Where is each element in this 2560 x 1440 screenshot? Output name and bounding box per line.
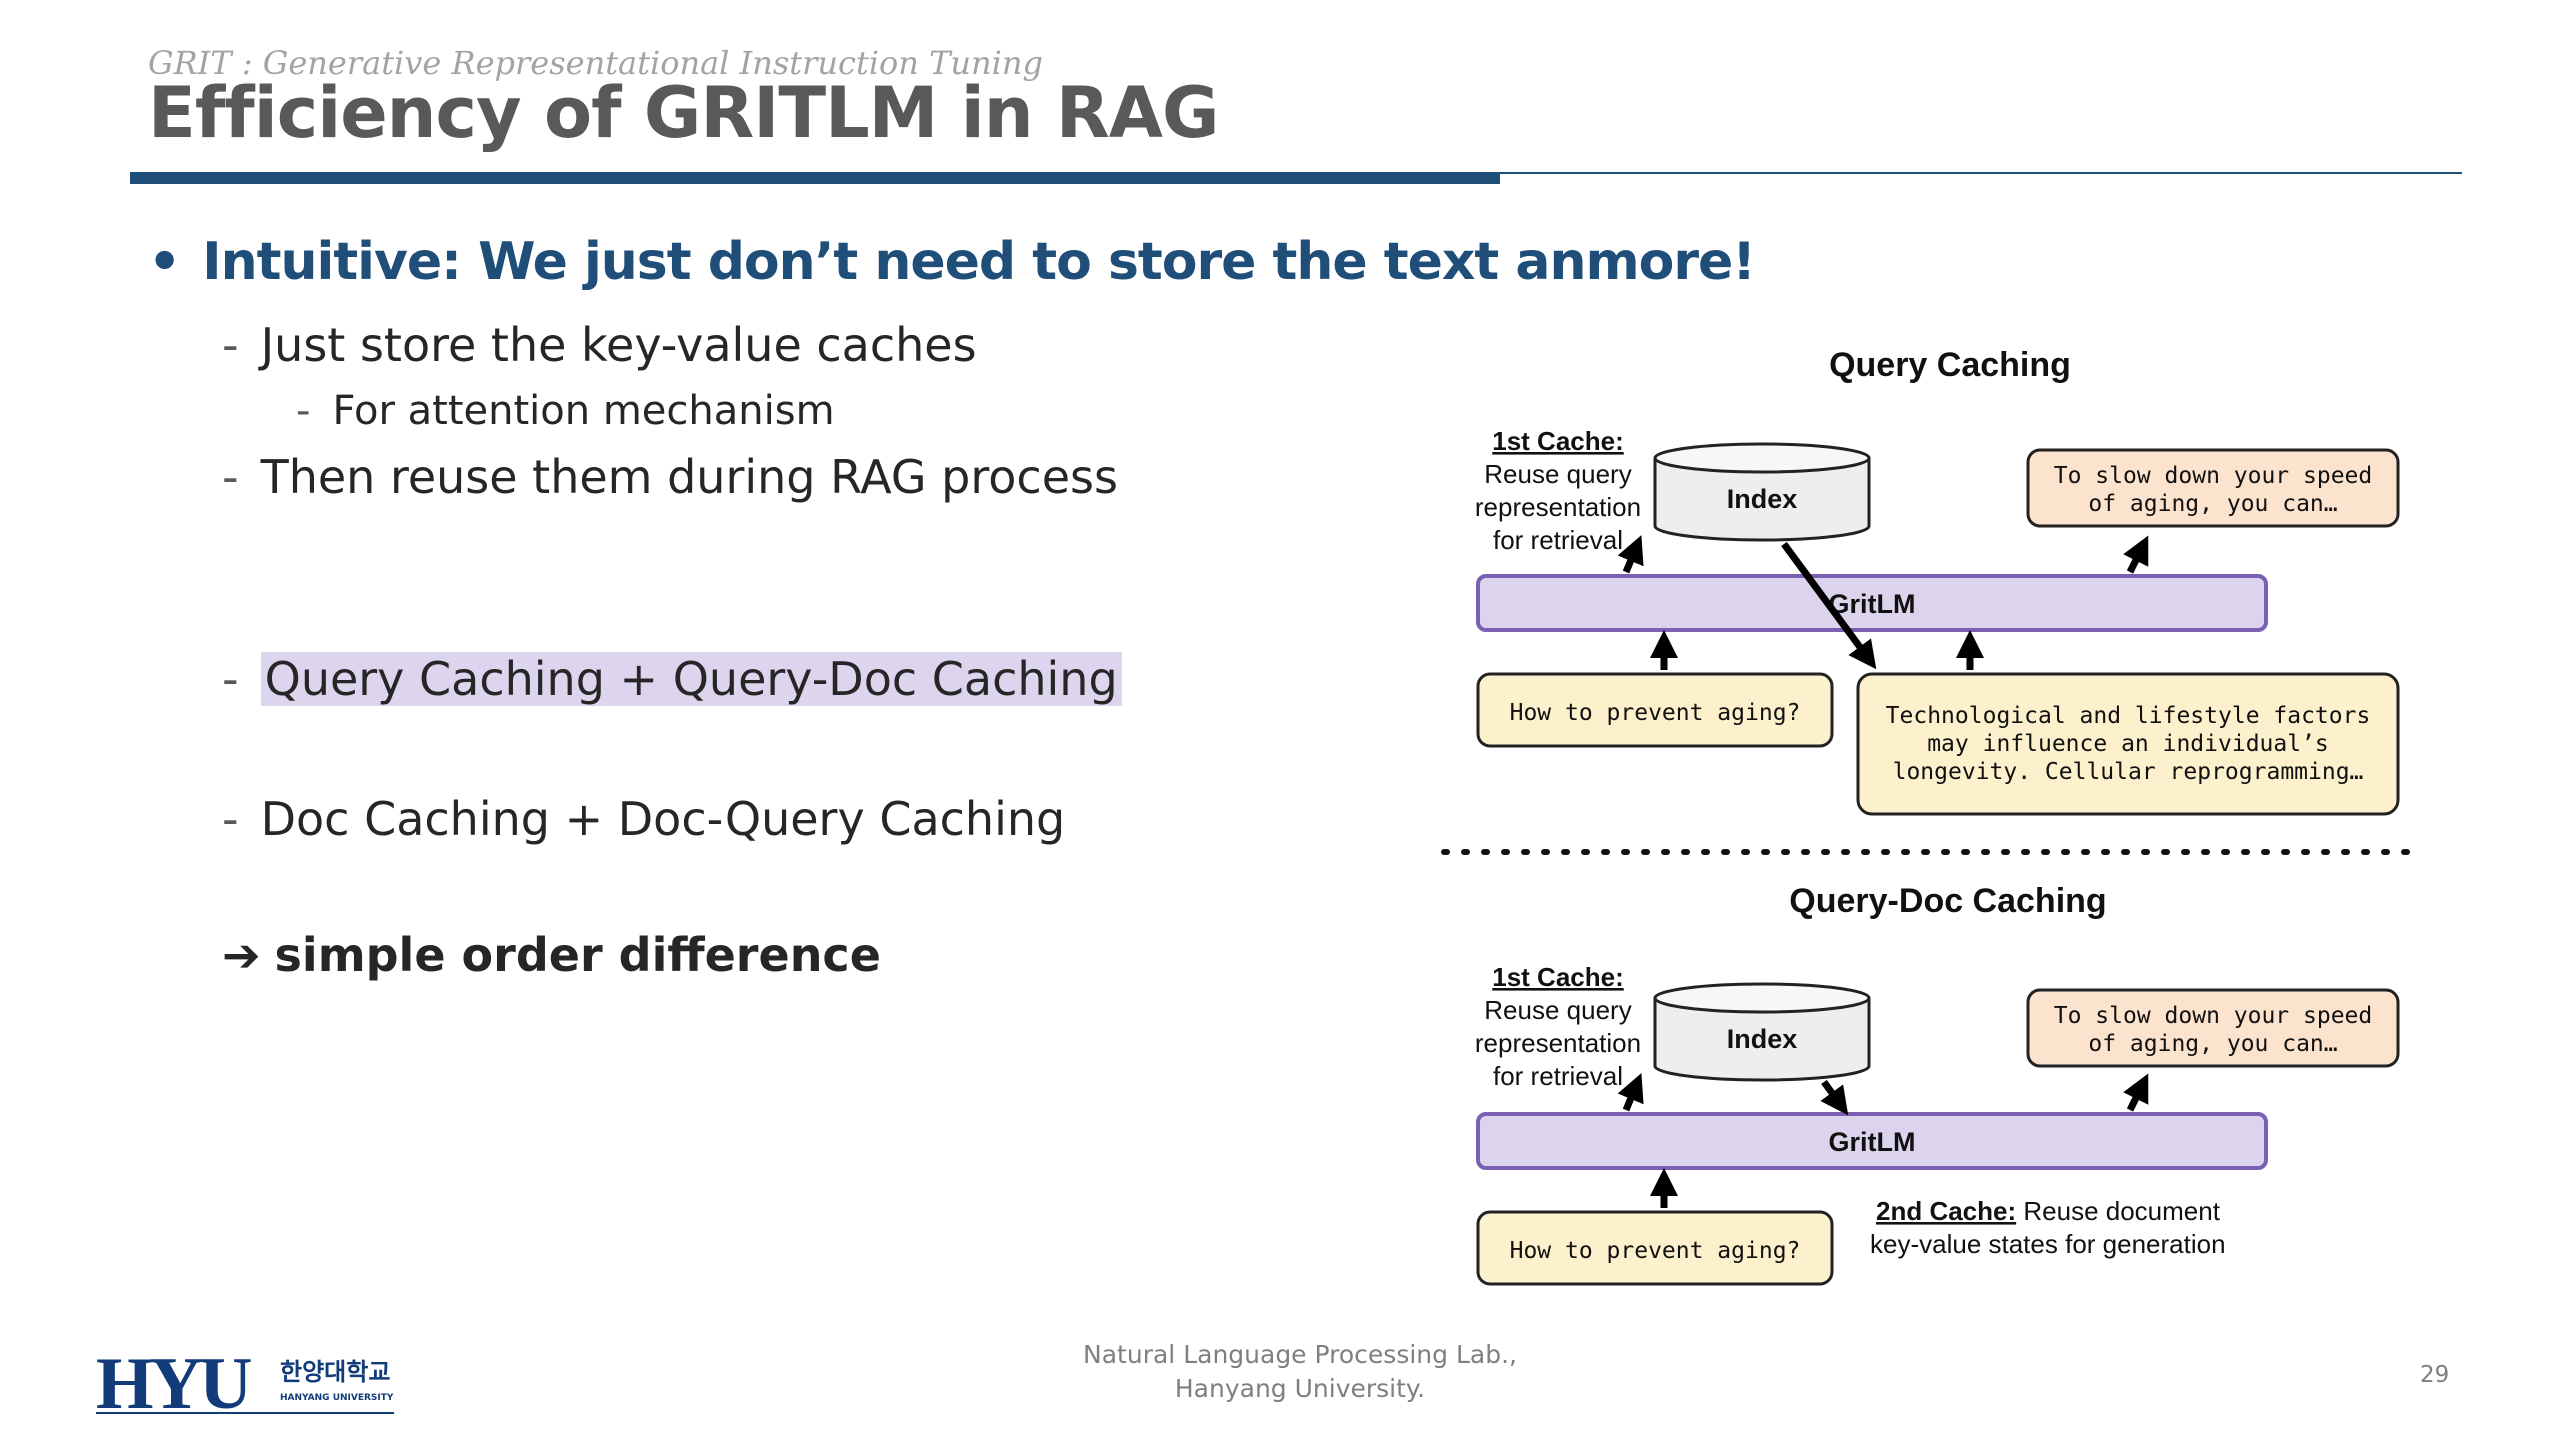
conclusion-line: ➔simple order difference bbox=[222, 928, 881, 982]
query-text: How to prevent aging? bbox=[1510, 700, 1801, 726]
sub-sub-bullet-attention: -For attention mechanism bbox=[296, 388, 835, 434]
index-database-icon bbox=[1653, 982, 1871, 1082]
second-cache-label: 2nd Cache: bbox=[1876, 1196, 2016, 1226]
logo-sub-text: HANYANG UNIVERSITY bbox=[280, 1393, 394, 1403]
index-label: Index bbox=[1727, 1024, 1798, 1054]
cache-desc-line: Reuse query bbox=[1484, 995, 1631, 1025]
arrow-up-icon bbox=[2123, 535, 2149, 574]
conclusion-text: simple order difference bbox=[274, 928, 881, 982]
document-text-line: may influence an individual’s bbox=[1927, 731, 2329, 757]
sub-bullet-kv-cache: -Just store the key-value caches bbox=[222, 318, 977, 372]
sub-bullet-text: Doc Caching + Doc-Query Caching bbox=[260, 792, 1066, 846]
first-cache-label: 1st Cache: bbox=[1492, 426, 1624, 456]
title-underline-thin bbox=[1500, 172, 2462, 174]
main-bullet-text: Intuitive: We just don’t need to store t… bbox=[202, 232, 1756, 292]
lab-credit: Natural Language Processing Lab., Hanyan… bbox=[1030, 1338, 1570, 1406]
highlighted-text: Query Caching + Query-Doc Caching bbox=[260, 652, 1122, 706]
sub-sub-bullet-text: For attention mechanism bbox=[332, 388, 835, 434]
gritlm-model-bar bbox=[1476, 1112, 2268, 1170]
document-text-line: Technological and lifestyle factors bbox=[1886, 703, 2371, 729]
gritlm-model-bar bbox=[1476, 574, 2268, 632]
title-underline-thick bbox=[130, 172, 1500, 184]
caching-diagram: Query Caching 1st Cache: Reuse query rep… bbox=[1430, 340, 2430, 1300]
query-caching-title: Query Caching bbox=[1829, 346, 2071, 384]
query-text: How to prevent aging? bbox=[1510, 1238, 1801, 1264]
output-text-line: of aging, you can… bbox=[2088, 491, 2337, 517]
output-text-line: To slow down your speed bbox=[2054, 1003, 2373, 1029]
main-bullet: • Intuitive: We just don’t need to store … bbox=[148, 232, 1756, 292]
lab-credit-line: Hanyang University. bbox=[1174, 1374, 1426, 1403]
output-text-line: To slow down your speed bbox=[2054, 463, 2373, 489]
cache-desc-line: for retrieval bbox=[1493, 1061, 1623, 1091]
sub-bullet-query-caching: -Query Caching + Query-Doc Caching bbox=[222, 652, 1122, 706]
query-box bbox=[1476, 1210, 1834, 1286]
sub-bullet-text: Just store the key-value caches bbox=[260, 318, 977, 372]
output-box bbox=[2026, 988, 2400, 1068]
slide-subtitle: GRIT : Generative Representational Instr… bbox=[148, 44, 1043, 82]
bullet-marker: • bbox=[148, 232, 181, 292]
dash-marker: - bbox=[222, 792, 239, 846]
document-box bbox=[1856, 672, 2400, 816]
arrow-up-icon bbox=[2123, 1073, 2149, 1112]
arrow-down-icon bbox=[1820, 1079, 1849, 1116]
page-number: 29 bbox=[2420, 1362, 2450, 1388]
sub-bullet-doc-caching: -Doc Caching + Doc-Query Caching bbox=[222, 792, 1065, 846]
query-box bbox=[1476, 672, 1834, 748]
index-database-icon bbox=[1653, 442, 1871, 542]
cache-desc-line: Reuse query bbox=[1484, 459, 1631, 489]
second-cache-text: 2nd Cache: Reuse document bbox=[1876, 1196, 2221, 1226]
lab-credit-line: Natural Language Processing Lab., bbox=[1083, 1340, 1517, 1369]
sub-bullet-text: Then reuse them during RAG process bbox=[260, 450, 1118, 504]
dash-marker: - bbox=[222, 450, 239, 504]
second-cache-desc-line: key-value states for generation bbox=[1870, 1229, 2226, 1259]
right-arrow-icon: ➔ bbox=[222, 928, 261, 982]
output-box bbox=[2026, 448, 2400, 528]
cache-desc-line: for retrieval bbox=[1493, 525, 1623, 555]
second-cache-desc: Reuse document bbox=[2016, 1196, 2221, 1226]
university-logo: HYU 한양대학교 HANYANG UNIVERSITY bbox=[96, 1343, 396, 1425]
document-text-line: longevity. Cellular reprogramming… bbox=[1893, 759, 2364, 785]
sub-bullet-reuse: -Then reuse them during RAG process bbox=[222, 450, 1118, 504]
gritlm-label: GritLM bbox=[1829, 1127, 1916, 1157]
arrow-diagonal-icon bbox=[1781, 541, 1877, 670]
arrow-up-icon bbox=[1617, 535, 1644, 574]
logo-main-text: HYU bbox=[96, 1346, 251, 1416]
query-doc-caching-title: Query-Doc Caching bbox=[1789, 882, 2106, 920]
cache-desc-line: representation bbox=[1475, 492, 1641, 522]
gritlm-label: GritLM bbox=[1829, 589, 1916, 619]
slide-title: Efficiency of GRITLM in RAG bbox=[148, 72, 1219, 154]
dash-marker: - bbox=[222, 318, 239, 372]
cache-desc-line: representation bbox=[1475, 1028, 1641, 1058]
output-text-line: of aging, you can… bbox=[2088, 1031, 2337, 1057]
dash-marker: - bbox=[222, 652, 239, 706]
index-label: Index bbox=[1727, 484, 1798, 514]
arrow-up-icon bbox=[1617, 1073, 1644, 1112]
first-cache-label: 1st Cache: bbox=[1492, 962, 1624, 992]
dash-marker: - bbox=[296, 388, 311, 434]
logo-korean-text: 한양대학교 bbox=[280, 1358, 390, 1386]
